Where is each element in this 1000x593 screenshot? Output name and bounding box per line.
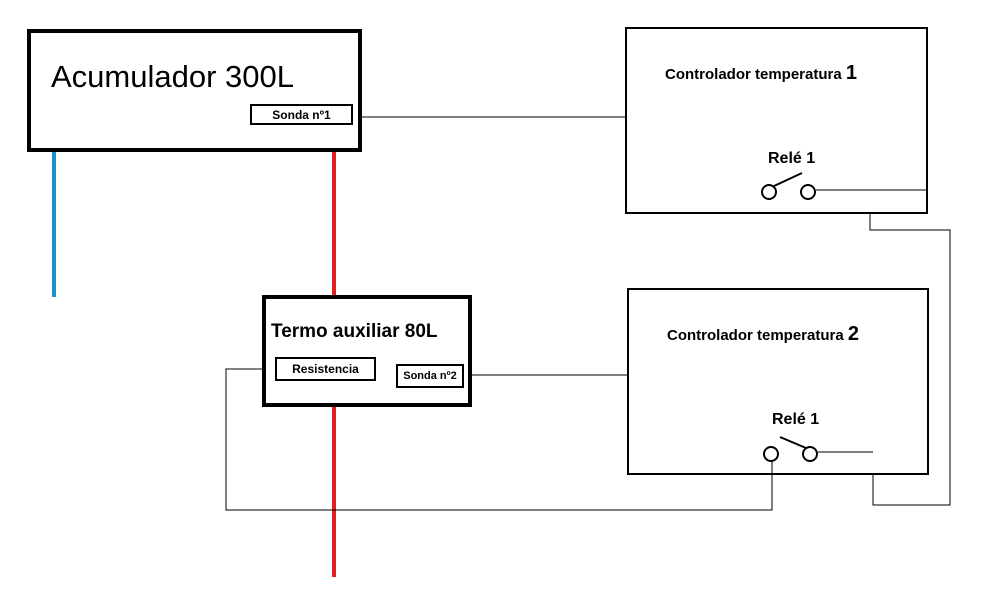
controller-2-title-text: Controlador temperatura <box>667 327 844 344</box>
termo-title: Termo auxiliar 80L <box>271 321 438 342</box>
sonda-1-label: Sonda nº1 <box>250 104 353 125</box>
sonda-2-label: Sonda nº2 <box>396 364 464 388</box>
acumulador-title: Acumulador 300L <box>51 59 294 94</box>
controller-2-title: Controlador temperatura 2 <box>667 323 859 346</box>
acumulador-tank: Acumulador 300L <box>27 29 362 152</box>
controller-2: Controlador temperatura 2 Relé 1 <box>627 288 929 475</box>
controller-1: Controlador temperatura 1 Relé 1 <box>625 27 928 214</box>
termo-tank: Termo auxiliar 80L <box>262 295 472 407</box>
controller-1-relay-label: Relé 1 <box>768 150 816 167</box>
controller-1-title: Controlador temperatura 1 <box>665 62 857 85</box>
controller-1-number: 1 <box>845 62 857 84</box>
resistencia-label: Resistencia <box>275 357 376 381</box>
controller-2-relay-label: Relé 1 <box>772 411 820 428</box>
resistencia-wire <box>225 368 773 511</box>
controller-1-title-text: Controlador temperatura <box>665 66 842 83</box>
controller-2-number: 2 <box>847 323 859 345</box>
